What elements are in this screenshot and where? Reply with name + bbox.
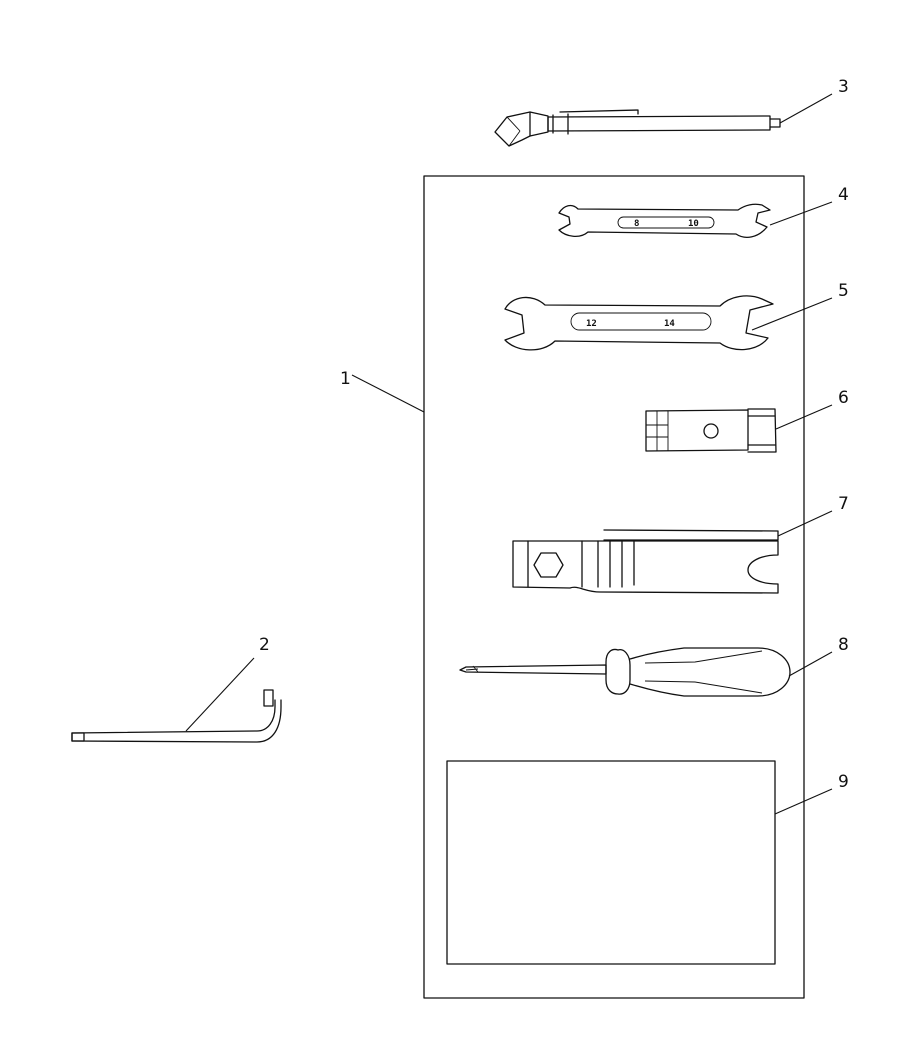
wrench-12-14-size-a: 12 — [586, 319, 597, 329]
wrench-12-14-size-b: 14 — [664, 319, 675, 329]
tool-bag — [423, 175, 805, 999]
hex-key — [71, 689, 282, 743]
leader-lines — [185, 93, 833, 815]
callout-8: 8 — [838, 635, 849, 655]
callout-4: 4 — [838, 185, 849, 205]
wrench-8-10: 8 10 — [558, 203, 771, 238]
screwdriver — [459, 647, 791, 697]
callout-1: 1 — [340, 369, 351, 389]
callout-6: 6 — [838, 388, 849, 408]
wrench-8-10-size-b: 10 — [688, 219, 699, 229]
callout-3: 3 — [838, 77, 849, 97]
callout-7: 7 — [838, 494, 849, 514]
spark-plug-socket — [645, 408, 777, 453]
wrench-12-14: 12 14 — [504, 295, 774, 351]
spark-plug-wrench — [512, 529, 779, 594]
owners-manual — [446, 760, 776, 965]
callout-9: 9 — [838, 772, 849, 792]
tire-pressure-gauge — [494, 109, 781, 147]
callout-5: 5 — [838, 281, 849, 301]
wrench-8-10-size-a: 8 — [634, 219, 639, 229]
callout-2: 2 — [259, 635, 270, 655]
